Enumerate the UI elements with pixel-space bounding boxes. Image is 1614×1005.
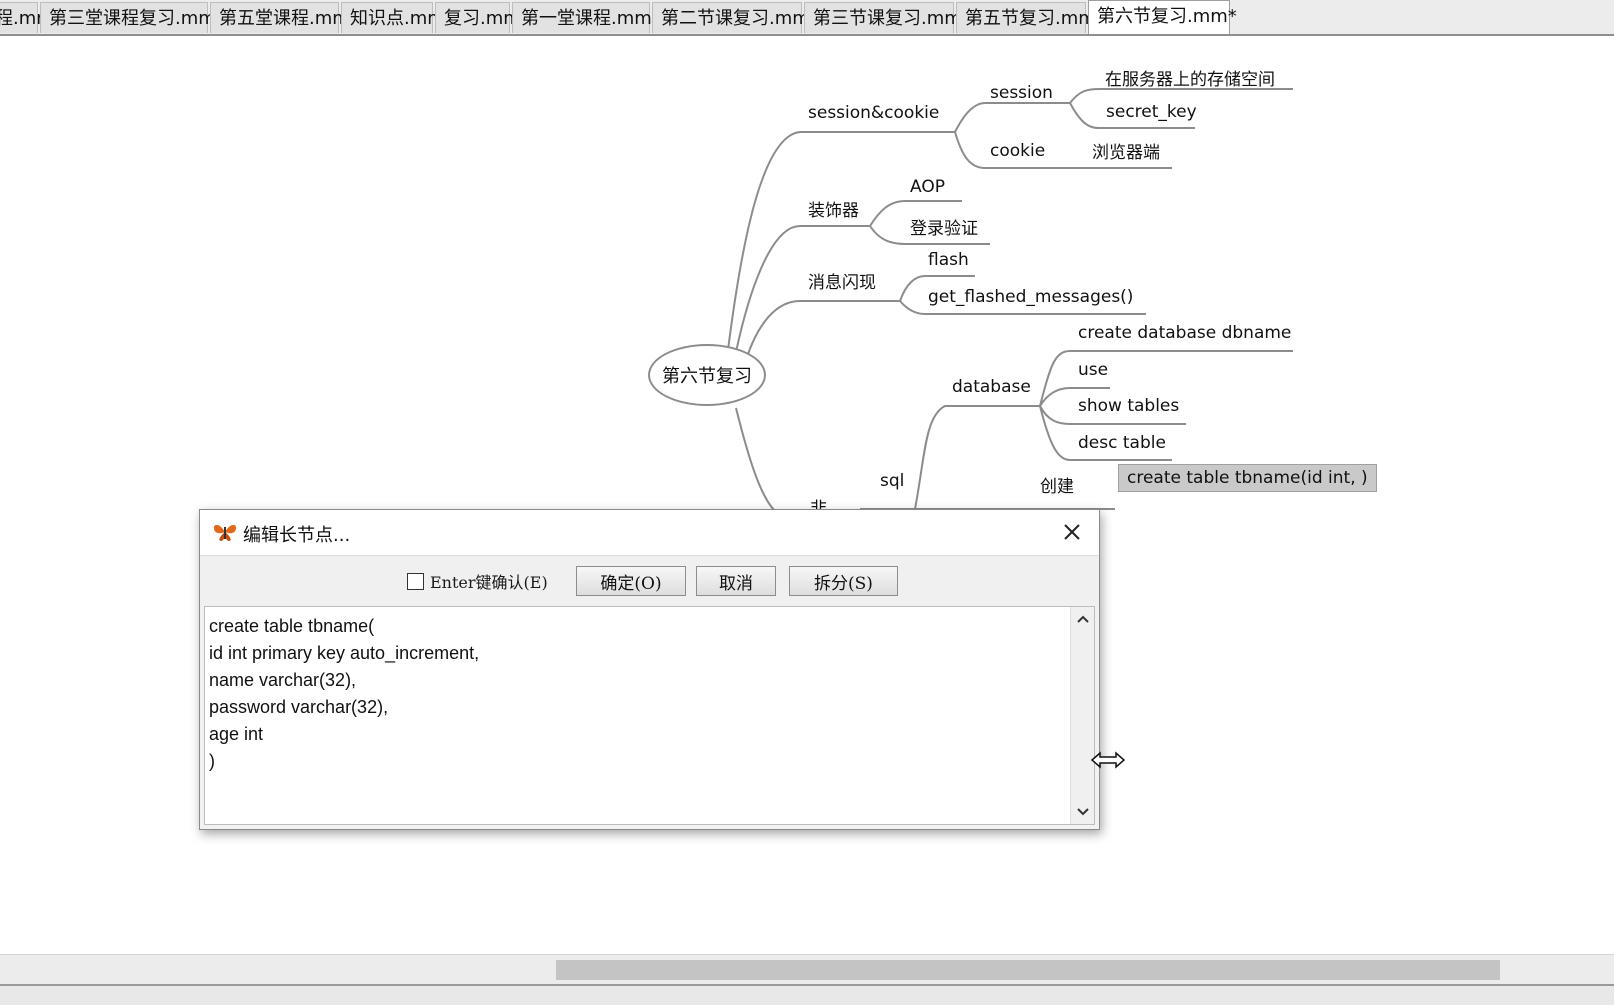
node-text-editor[interactable]: create table tbname( id int primary key … xyxy=(204,606,1095,825)
horizontal-scrollbar-thumb[interactable] xyxy=(556,960,1500,980)
node-session-storage[interactable]: 在服务器上的存储空间 xyxy=(1105,70,1275,90)
node-use[interactable]: use xyxy=(1078,360,1109,380)
root-node[interactable]: 第六节复习 xyxy=(648,344,766,406)
node-session[interactable]: session xyxy=(990,83,1053,103)
scroll-up-arrow[interactable] xyxy=(1071,609,1095,629)
tab-second-section-review[interactable]: 第二节课复习.mm xyxy=(652,2,810,33)
node-aop[interactable]: AOP xyxy=(910,177,945,197)
node-show-tables[interactable]: show tables xyxy=(1078,396,1180,416)
node-sql[interactable]: sql xyxy=(880,471,905,491)
node-decorator[interactable]: 装饰器 xyxy=(808,201,859,221)
close-icon[interactable] xyxy=(1059,519,1085,545)
chevron-down-icon xyxy=(1077,808,1089,816)
tab-knowledge-points[interactable]: 知识点.mm xyxy=(341,2,445,33)
resize-cursor-icon xyxy=(1090,751,1126,769)
editor-vertical-scrollbar[interactable] xyxy=(1070,607,1094,824)
tab-review[interactable]: 复习.mm xyxy=(435,2,521,33)
enter-confirm-label: Enter键确认(E) xyxy=(430,573,548,592)
dialog-title: 编辑长节点... xyxy=(243,525,351,546)
node-database[interactable]: database xyxy=(952,377,1031,397)
tab-fifth-class[interactable]: 第五堂课程.mm xyxy=(210,2,350,33)
node-desc-table[interactable]: desc table xyxy=(1078,433,1166,453)
node-login-check[interactable]: 登录验证 xyxy=(910,219,978,239)
node-cookie-browser[interactable]: 浏览器端 xyxy=(1092,143,1160,163)
ok-button[interactable]: 确定(O) xyxy=(576,566,686,596)
editor-line: name varchar(32), xyxy=(209,670,357,690)
node-create-table-selected[interactable]: create table tbname(id int, ) xyxy=(1118,464,1377,492)
root-node-label: 第六节复习 xyxy=(662,366,752,387)
tab-course-partial[interactable]: 程.mm xyxy=(0,2,54,33)
edit-long-node-dialog: 编辑长节点... Enter键确认(E) 确定(O) 取消 拆分(S) crea… xyxy=(199,509,1100,830)
node-create-database[interactable]: create database dbname xyxy=(1078,323,1292,343)
dialog-titlebar[interactable]: 编辑长节点... xyxy=(200,510,1099,556)
node-cookie[interactable]: cookie xyxy=(990,141,1046,161)
editor-content[interactable]: create table tbname( id int primary key … xyxy=(209,613,479,775)
scroll-down-arrow[interactable] xyxy=(1071,802,1095,822)
cancel-button[interactable]: 取消 xyxy=(696,566,776,596)
node-session-cookie[interactable]: session&cookie xyxy=(808,103,940,123)
tab-third-section-review[interactable]: 第三节课复习.mm xyxy=(804,2,962,33)
status-bar xyxy=(0,984,1614,1005)
butterfly-icon xyxy=(213,524,237,541)
enter-confirm-checkbox[interactable]: Enter键确认(E) xyxy=(407,570,548,592)
checkbox-box[interactable] xyxy=(407,572,424,590)
editor-line: create table tbname( xyxy=(209,616,375,636)
editor-line: ) xyxy=(209,751,215,771)
node-flash-message[interactable]: 消息闪现 xyxy=(808,273,876,293)
editor-line: password varchar(32), xyxy=(209,697,389,717)
chevron-up-icon xyxy=(1077,615,1089,623)
editor-line: age int xyxy=(209,724,264,744)
editor-line: id int primary key auto_increment, xyxy=(209,643,480,663)
node-secret-key[interactable]: secret_key xyxy=(1106,102,1197,122)
tab-fifth-section-review[interactable]: 第五节复习.mm xyxy=(956,2,1096,33)
split-button[interactable]: 拆分(S) xyxy=(789,566,898,596)
tab-third-class-review[interactable]: 第三堂课程复习.mm xyxy=(40,2,216,33)
tab-first-class[interactable]: 第一堂课程.mm xyxy=(512,2,652,33)
tab-bar: 程.mm 第三堂课程复习.mm 第五堂课程.mm 知识点.mm 复习.mm 第一… xyxy=(0,0,1614,36)
tab-sixth-section-review[interactable]: 第六节复习.mm* xyxy=(1088,0,1237,34)
node-get-flashed-messages[interactable]: get_flashed_messages() xyxy=(928,287,1134,307)
node-create[interactable]: 创建 xyxy=(1040,477,1074,497)
node-flash[interactable]: flash xyxy=(928,250,969,270)
horizontal-scrollbar[interactable] xyxy=(0,954,1614,984)
